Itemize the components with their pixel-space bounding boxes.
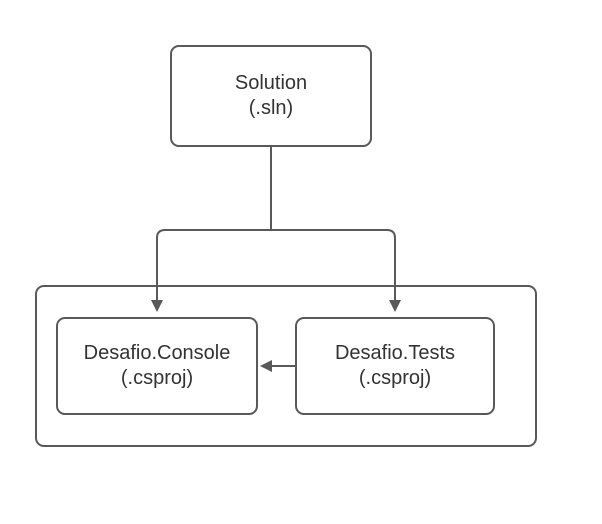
node-solution-name: Solution bbox=[234, 72, 308, 94]
node-desafio-tests: Desafio.Tests (.csproj) bbox=[295, 317, 495, 415]
node-desafio-tests-name: Desafio.Tests bbox=[334, 342, 456, 364]
node-desafio-console-name: Desafio.Console bbox=[83, 342, 231, 364]
node-desafio-console-filetype: (.csproj) bbox=[120, 367, 194, 389]
node-solution: Solution (.sln) bbox=[170, 45, 372, 147]
node-desafio-console: Desafio.Console (.csproj) bbox=[56, 317, 258, 415]
node-solution-filetype: (.sln) bbox=[248, 97, 294, 119]
node-desafio-tests-filetype: (.csproj) bbox=[358, 367, 432, 389]
